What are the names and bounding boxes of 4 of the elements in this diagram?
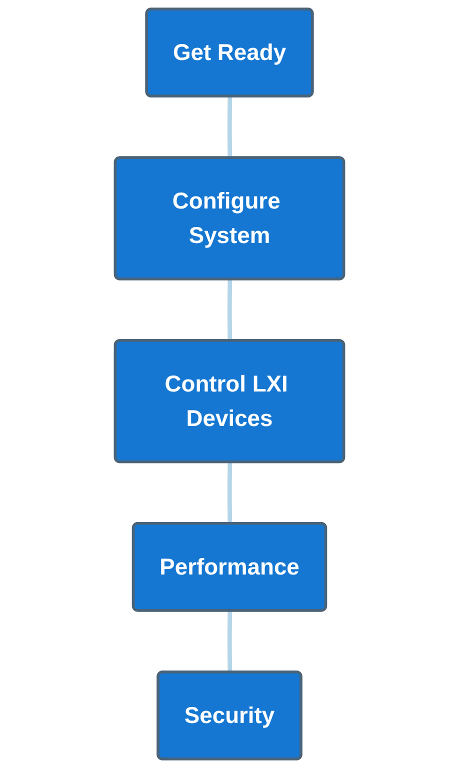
connector	[227, 462, 232, 524]
connector	[227, 279, 232, 341]
connector	[227, 610, 232, 672]
connector	[227, 96, 232, 158]
